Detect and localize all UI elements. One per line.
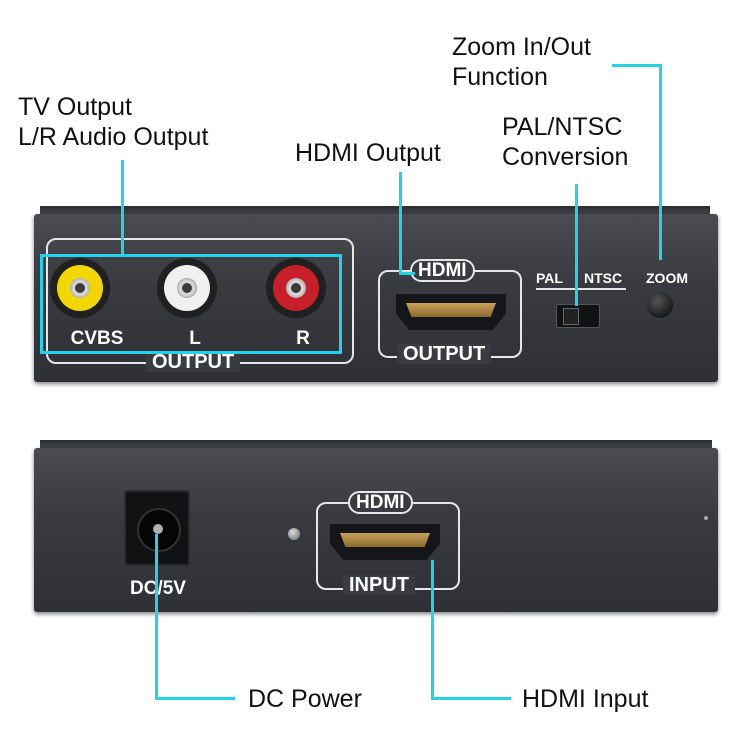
audio-right-pin — [291, 283, 301, 293]
callout-hdmi-output: HDMI Output — [295, 139, 441, 167]
audio-left-jack — [157, 258, 217, 318]
pal-ntsc-switch-knob — [563, 308, 579, 325]
tv-output-bracket-bottom — [40, 351, 342, 354]
callout-pal-ntsc-line1: PAL/NTSC — [502, 113, 623, 141]
dc-power-leader-vertical — [155, 534, 158, 700]
hdmi-input-port-contacts — [340, 533, 430, 547]
hdmi-output-port-contacts — [406, 303, 496, 317]
callout-pal-ntsc: PAL/NTSC Conversion — [502, 112, 628, 172]
hdmi-output-leader-horizontal — [399, 272, 415, 275]
hdmi-input-frame-label: INPUT — [343, 575, 415, 595]
pal-label: PAL — [536, 270, 563, 286]
tv-output-bracket-left — [40, 254, 43, 354]
zoom-button[interactable] — [647, 292, 673, 318]
ntsc-label: NTSC — [584, 270, 623, 286]
callout-tv-output-line2: L/R Audio Output — [18, 123, 209, 151]
av-output-frame-label: OUTPUT — [146, 352, 241, 372]
audio-right-jack — [266, 258, 326, 318]
callout-dc-power: DC Power — [248, 685, 362, 713]
callout-hdmi-input: HDMI Input — [522, 685, 649, 713]
dc-label: DC/5V — [130, 578, 186, 599]
callout-pal-ntsc-line2: Conversion — [502, 143, 629, 171]
hdmi-input-leader-vertical — [431, 560, 434, 700]
hdmi-output-frame-label: OUTPUT — [397, 344, 492, 364]
pal-ntsc-switch[interactable] — [556, 304, 600, 328]
dc-power-jack-pin — [153, 524, 163, 534]
cvbs-label: CVBS — [70, 328, 124, 349]
hdmi-output-port — [396, 294, 506, 330]
hdmi-output-badge: HDMI — [410, 259, 475, 282]
cvbs-jack — [50, 258, 110, 318]
pal-ntsc-leader-vertical — [575, 184, 578, 306]
pal-ntsc-underline — [536, 288, 626, 290]
hdmi-input-port — [330, 524, 440, 560]
hdmi-output-leader-vertical — [399, 172, 402, 274]
power-led — [288, 528, 300, 540]
tv-output-leader-vertical — [121, 160, 124, 256]
callout-tv-output: TV Output L/R Audio Output — [18, 92, 208, 152]
audio-right-label: R — [296, 328, 310, 349]
cvbs-pin — [75, 283, 85, 293]
callout-tv-output-line1: TV Output — [18, 93, 132, 121]
zoom-label: ZOOM — [646, 270, 688, 286]
audio-left-label: L — [189, 328, 201, 349]
dc-power-leader-horizontal — [155, 697, 235, 700]
tv-output-bracket-right — [339, 254, 342, 354]
rear-panel-screw — [704, 516, 708, 520]
hdmi-input-leader-horizontal — [431, 697, 511, 700]
audio-left-pin — [182, 283, 192, 293]
rear-panel-top-edge — [40, 440, 712, 450]
tv-output-bracket-top — [40, 254, 342, 257]
hdmi-input-badge: HDMI — [348, 491, 413, 514]
callout-zoom: Zoom In/Out Function — [452, 32, 591, 92]
zoom-leader-horizontal — [612, 64, 662, 67]
callout-zoom-line2: Function — [452, 63, 548, 91]
front-panel-top-edge — [40, 206, 710, 216]
callout-zoom-line1: Zoom In/Out — [452, 33, 591, 61]
zoom-leader-vertical — [659, 64, 662, 260]
